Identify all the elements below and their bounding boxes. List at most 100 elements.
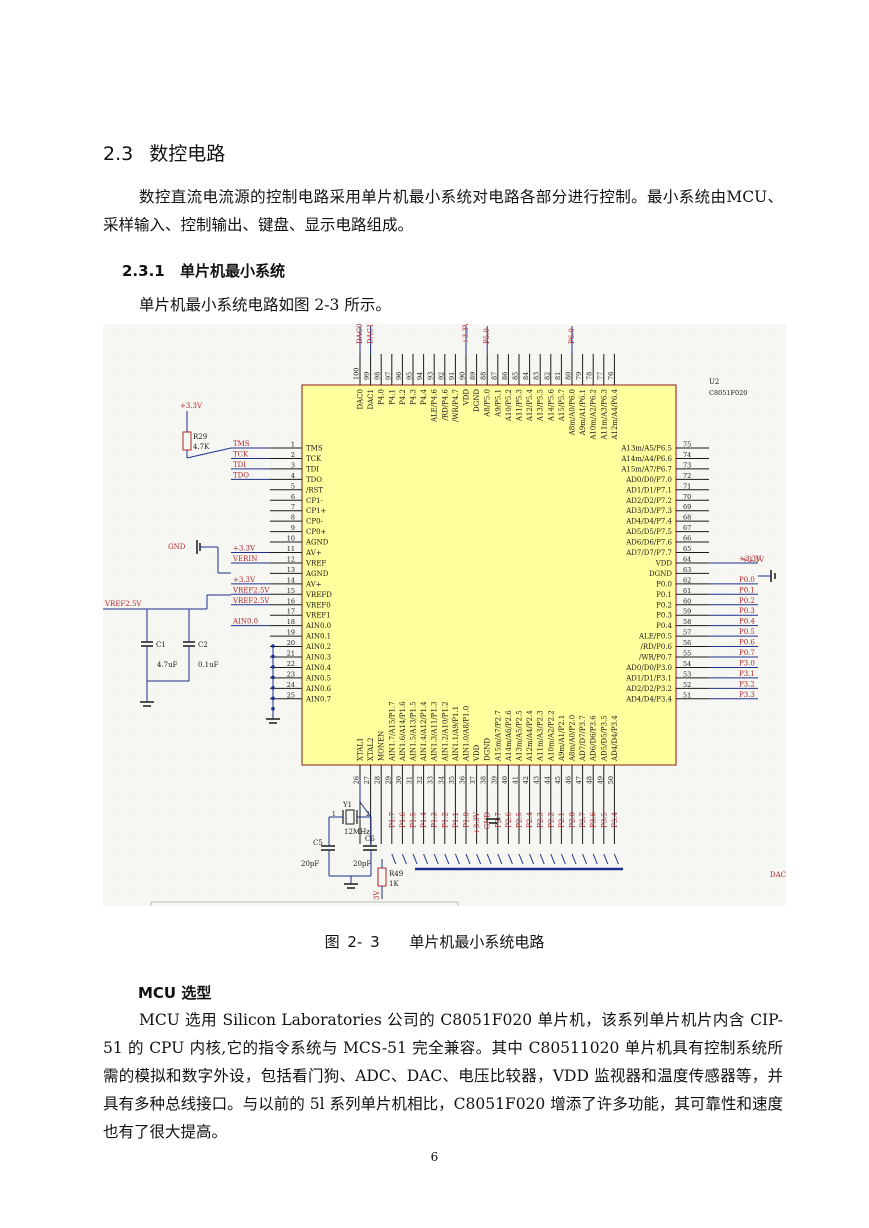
- ain-junction: [271, 706, 275, 711]
- left-net-label: +3.3V: [233, 545, 256, 553]
- grid-dot: [332, 793, 334, 795]
- grid-dot: [512, 813, 514, 815]
- grid-dot: [712, 373, 714, 375]
- grid-dot: [592, 893, 594, 895]
- grid-dot: [212, 513, 214, 515]
- grid-dot: [152, 553, 154, 555]
- grid-dot: [172, 613, 174, 615]
- top-pin-name: P4.2: [399, 389, 407, 405]
- bottom-pin-number: 44: [543, 776, 551, 784]
- top-pin-number: 97: [384, 372, 392, 380]
- chip-part: C8051F020: [709, 389, 747, 397]
- bottom-pin-name: VDD: [473, 744, 481, 762]
- grid-dot: [272, 353, 274, 355]
- left-pin-number: 13: [287, 566, 295, 574]
- bus-entry: [560, 853, 566, 865]
- left-pin-name: TCK: [306, 455, 322, 463]
- r29-body: [182, 431, 192, 451]
- grid-dot: [192, 853, 194, 855]
- grid-dot: [272, 413, 274, 415]
- grid-dot: [592, 333, 594, 335]
- bottom-net-label: P2.7: [494, 812, 502, 828]
- grid-dot: [272, 853, 274, 855]
- grid-dot: [112, 353, 114, 355]
- grid-dot: [132, 553, 134, 555]
- grid-dot: [772, 813, 774, 815]
- grid-dot: [272, 773, 274, 775]
- grid-dot: [392, 373, 394, 375]
- grid-dot: [452, 333, 454, 335]
- grid-dot: [532, 813, 534, 815]
- grid-dot: [692, 373, 694, 375]
- grid-dot: [252, 733, 254, 735]
- bottom-pin-number: 41: [512, 776, 520, 784]
- grid-dot: [572, 893, 574, 895]
- grid-dot: [572, 813, 574, 815]
- grid-dot: [292, 873, 294, 875]
- grid-dot: [112, 413, 114, 415]
- grid-dot: [252, 373, 254, 375]
- right-pin-number: 58: [683, 618, 691, 626]
- grid-dot: [152, 733, 154, 735]
- bus-entry: [550, 853, 556, 865]
- right-pin-name: AD0/D0/P7.0: [625, 476, 672, 484]
- left-pin-number: 5: [291, 482, 295, 490]
- grid-dot: [732, 533, 734, 535]
- grid-dot: [452, 853, 454, 855]
- grid-dot: [112, 393, 114, 395]
- right-pin-name: P0.3: [656, 612, 672, 620]
- grid-dot: [712, 893, 714, 895]
- grid-dot: [172, 413, 174, 415]
- grid-dot: [692, 393, 694, 395]
- bottom-pin-number: 50: [607, 776, 615, 784]
- grid-dot: [492, 893, 494, 895]
- top-pin-name: ALE/P4.6: [431, 388, 439, 423]
- grid-dot: [552, 353, 554, 355]
- grid-dot: [552, 893, 554, 895]
- grid-dot: [152, 753, 154, 755]
- grid-dot: [352, 333, 354, 335]
- grid-dot: [472, 373, 474, 375]
- grid-dot: [152, 613, 154, 615]
- left-pin-number: 6: [291, 493, 295, 501]
- grid-dot: [572, 793, 574, 795]
- grid-dot: [172, 693, 174, 695]
- bottom-net-label: GND: [484, 812, 492, 830]
- grid-dot: [212, 593, 214, 595]
- grid-dot: [492, 813, 494, 815]
- grid-dot: [552, 793, 554, 795]
- top-pin-number: 80: [565, 372, 573, 380]
- right-pin-name: VDD: [655, 559, 673, 567]
- grid-dot: [212, 773, 214, 775]
- grid-dot: [672, 773, 674, 775]
- right-pin-name: AD5/D5/P7.5: [625, 528, 672, 536]
- bottom-pin-number: 26: [353, 776, 361, 784]
- grid-dot: [752, 493, 754, 495]
- grid-dot: [652, 813, 654, 815]
- grid-dot: [172, 753, 174, 755]
- grid-dot: [292, 713, 294, 715]
- grid-dot: [712, 833, 714, 835]
- ain-junction: [271, 696, 275, 701]
- grid-dot: [212, 333, 214, 335]
- top-pin-name: A11m/A3/P6.3: [600, 389, 608, 441]
- intro-paragraph: 数控直流电流源的控制电路采用单片机最小系统对电路各部分进行控制。最小系统由MCU…: [103, 188, 783, 234]
- grid-dot: [472, 353, 474, 355]
- grid-dot: [732, 493, 734, 495]
- grid-dot: [172, 893, 174, 895]
- grid-dot: [192, 873, 194, 875]
- left-net-label: +3.3V: [233, 576, 256, 584]
- grid-dot: [252, 353, 254, 355]
- right-pin-number: 65: [683, 545, 691, 553]
- grid-dot: [152, 853, 154, 855]
- bottom-pin-number: 40: [501, 776, 509, 784]
- grid-dot: [292, 853, 294, 855]
- grid-dot: [212, 673, 214, 675]
- grid-dot: [692, 793, 694, 795]
- top-pin-number: 78: [586, 372, 594, 380]
- subsection-paragraph: 单片机最小系统电路如图 2-3 所示。: [139, 296, 391, 314]
- grid-dot: [672, 793, 674, 795]
- left-net-label: VREF2.5V: [232, 586, 270, 594]
- bottom-pin-name: AD4/D4/P3.4: [611, 715, 619, 762]
- grid-dot: [712, 813, 714, 815]
